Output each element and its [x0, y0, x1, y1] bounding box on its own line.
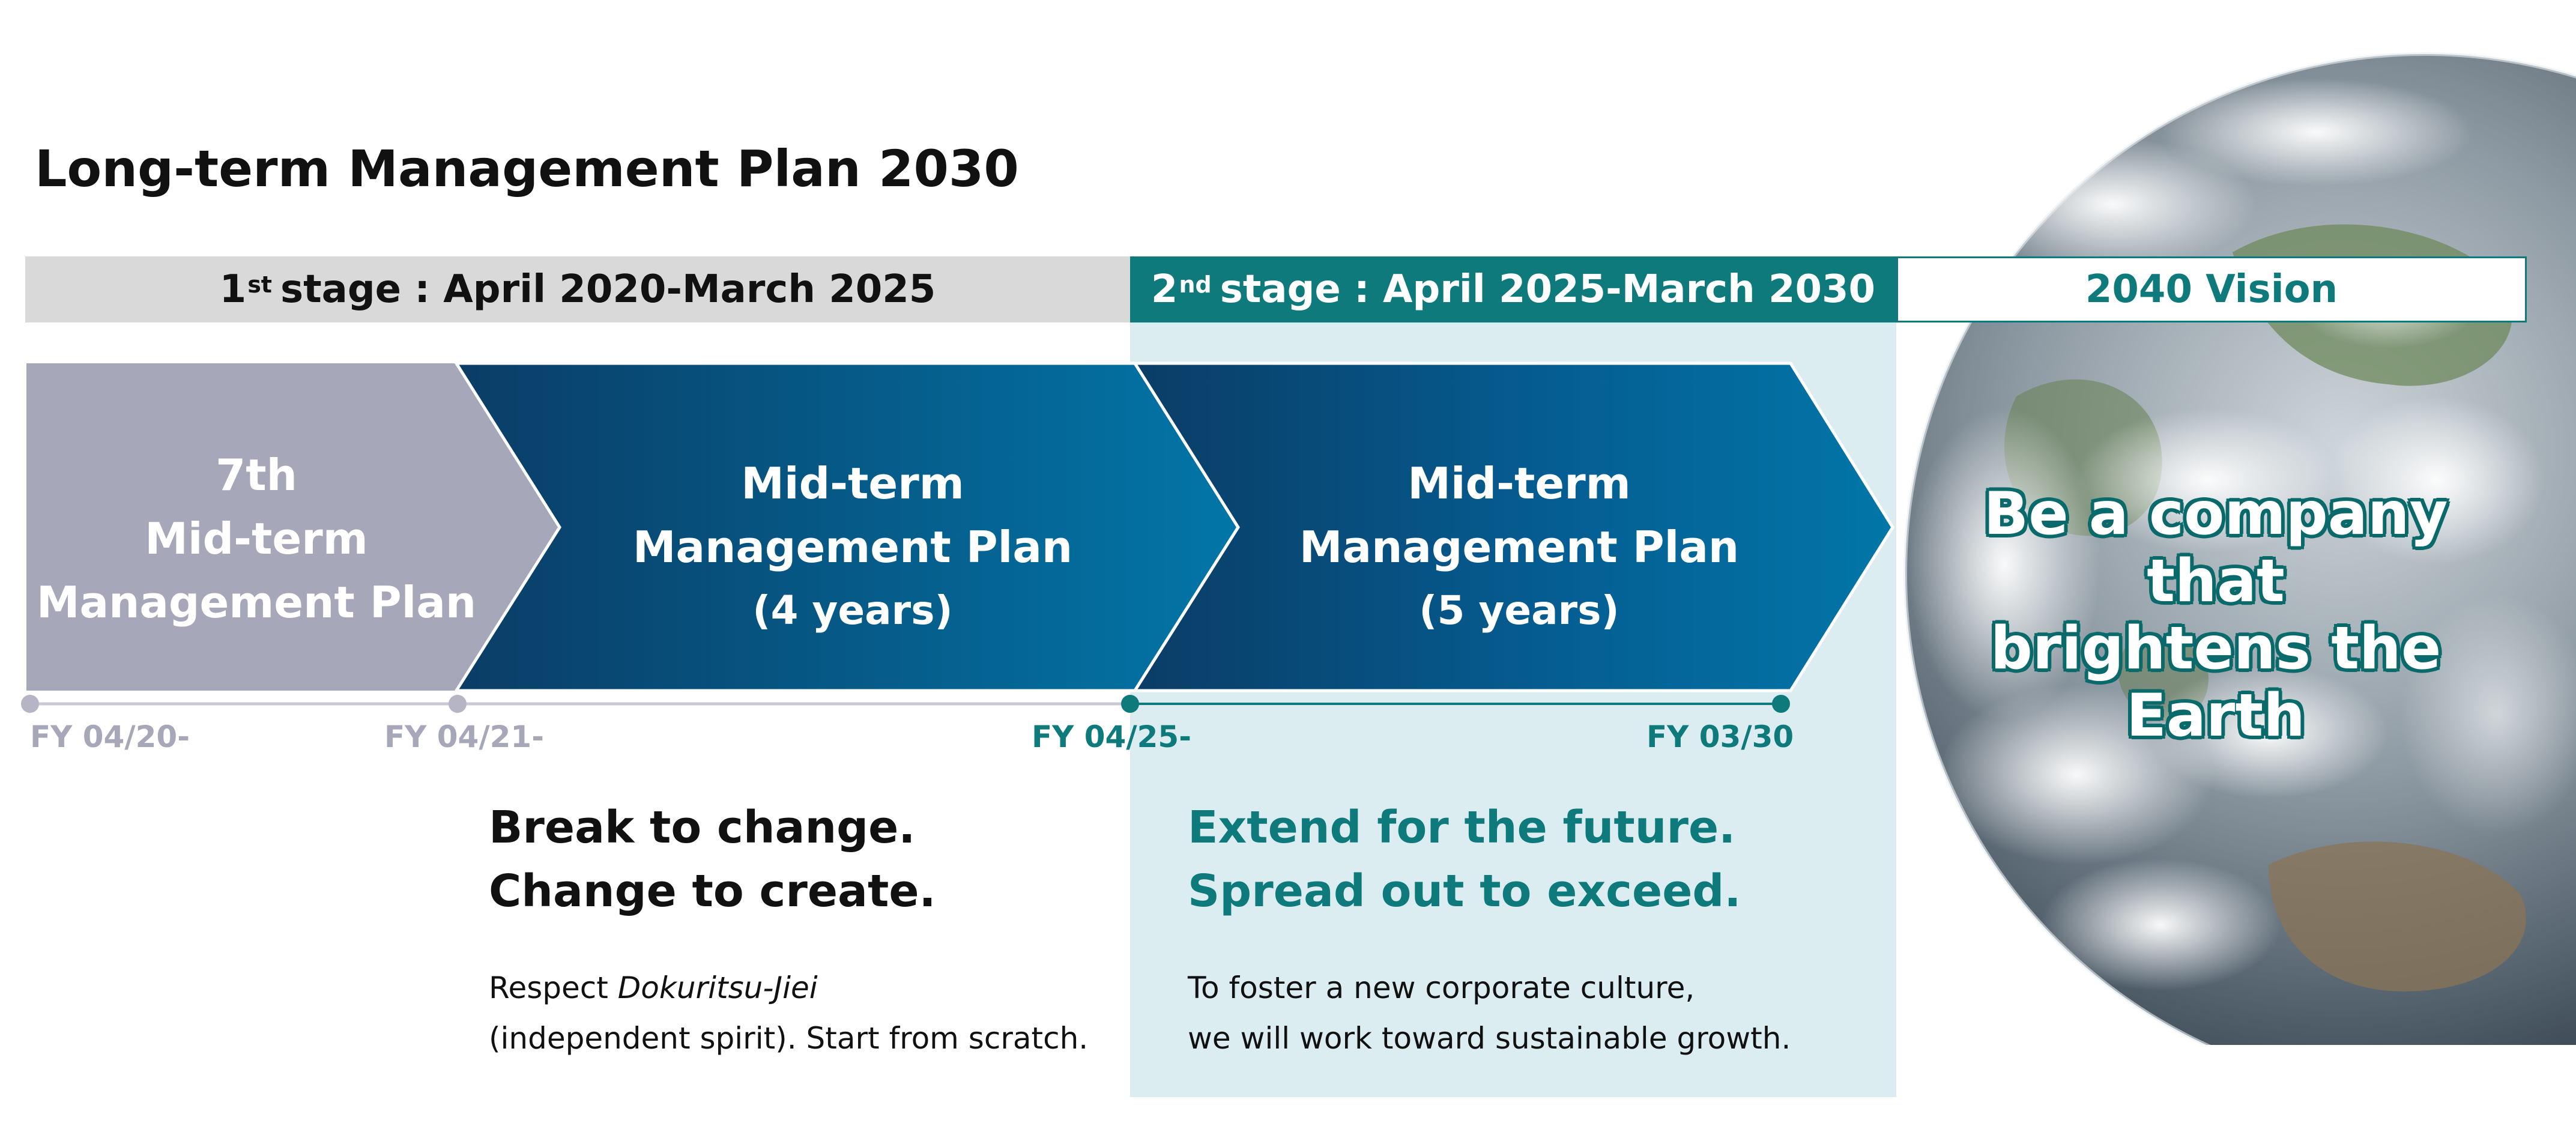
stage2-slogan: Extend for the future. Spread out to exc…: [1188, 796, 1741, 923]
stage2-ordinal: 2: [1150, 267, 1178, 312]
stage1-ordinal-suffix: st: [247, 271, 272, 298]
plan7-arrow: [26, 363, 560, 691]
plan4-line1: Mid-term: [741, 458, 964, 509]
vision-slogan-line2: brightens the Earth: [1990, 614, 2441, 750]
vision-header-bar: 2040 Vision: [1896, 256, 2527, 322]
plan5-label: Mid-term Management Plan (5 years): [1207, 452, 1831, 643]
plan7-label: 7th Mid-term Management Plan: [25, 443, 488, 634]
page-title: Long-term Management Plan 2030: [35, 139, 1019, 198]
stage1-note-line2: (independent spirit). Start from scratch…: [489, 1021, 1089, 1056]
stage2-ordinal-suffix: nd: [1179, 271, 1212, 298]
plan4-line2: Management Plan: [632, 522, 1073, 572]
fy-label-fy25: FY 04/25-: [1032, 719, 1191, 754]
stage2-note-line2: we will work toward sustainable growth.: [1188, 1021, 1791, 1056]
timeline-marker-fy25: [1121, 695, 1139, 713]
plan7-line2: Mid-term: [145, 513, 368, 564]
vision-header-text: 2040 Vision: [2085, 267, 2338, 312]
plan4-label: Mid-term Management Plan (4 years): [540, 452, 1165, 643]
plan4-line3: (4 years): [752, 587, 953, 634]
stage1-note-prefix: Respect: [489, 970, 618, 1005]
plan5-line2: Management Plan: [1299, 522, 1740, 572]
plan5-line1: Mid-term: [1407, 458, 1631, 509]
stage2-slogan-line2: Spread out to exceed.: [1188, 865, 1741, 917]
stage2-period: stage : April 2025-March 2030: [1220, 267, 1876, 312]
plan5-arrow: [1132, 362, 1894, 692]
fy-label-start: FY 04/20-: [30, 719, 190, 754]
timeline-marker-fy21: [449, 695, 467, 713]
timeline-marker-fy20: [21, 695, 39, 713]
stage1-note: Respect Dokuritsu-Jiei (independent spir…: [489, 963, 1088, 1064]
stage1-slogan: Break to change. Change to create.: [489, 796, 936, 923]
stage1-note-italic: Dokuritsu-Jiei: [617, 970, 818, 1005]
plan7-line3: Management Plan: [36, 577, 477, 628]
plan5-line3: (5 years): [1419, 587, 1619, 634]
stage2-note: To foster a new corporate culture, we wi…: [1188, 963, 1791, 1064]
stage1-ordinal: 1: [219, 267, 247, 312]
vision-slogan: Be a company that brightens the Earth: [1909, 480, 2522, 749]
stage1-slogan-line1: Break to change.: [489, 802, 916, 853]
fy-label-fy30: FY 03/30: [1646, 719, 1794, 754]
stage1-slogan-line2: Change to create.: [489, 865, 936, 917]
stage2-note-line1: To foster a new corporate culture,: [1188, 970, 1695, 1005]
stage1-period: stage : April 2020-March 2025: [280, 267, 936, 312]
timeline-marker-fy30: [1772, 695, 1790, 713]
stage2-slogan-line1: Extend for the future.: [1188, 802, 1736, 853]
stage1-note-line1: Respect Dokuritsu-Jiei: [489, 963, 1088, 1013]
vision-slogan-line1: Be a company that: [1983, 480, 2448, 616]
plan7-line1: 7th: [216, 450, 297, 500]
fy-label-fy21: FY 04/21-: [384, 719, 544, 754]
